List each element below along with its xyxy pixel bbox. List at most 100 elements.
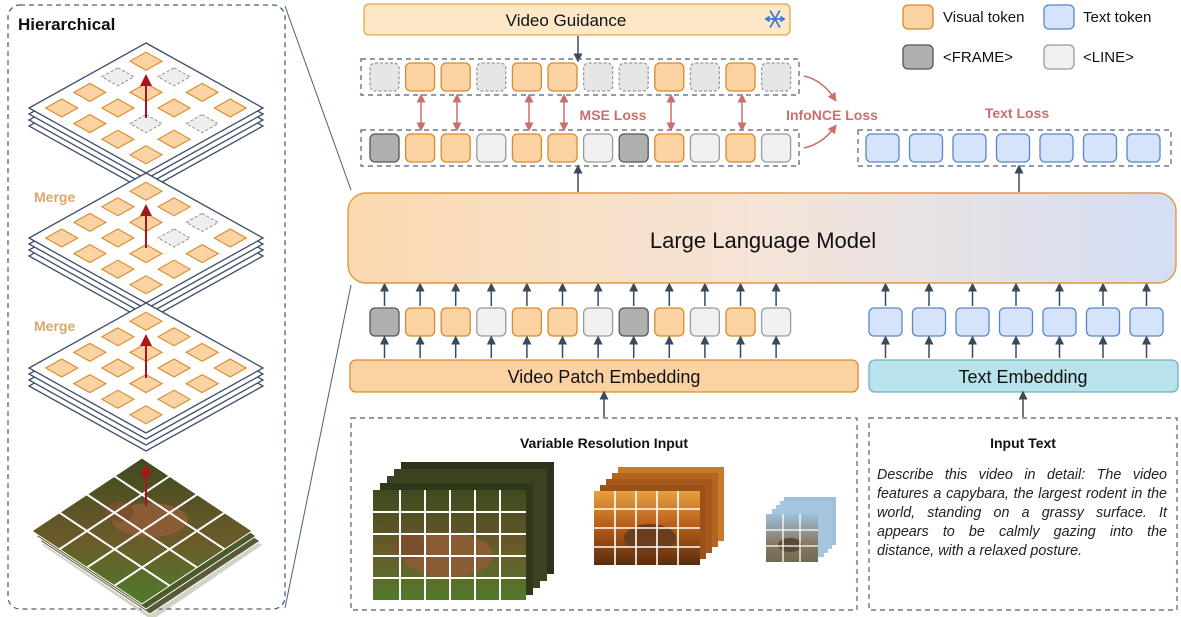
input-token-visual — [654, 307, 685, 337]
legend-text-label: Text token — [1083, 9, 1151, 26]
input-token-frame — [618, 307, 649, 337]
hierarchy-token — [128, 311, 164, 331]
output-token-visual — [654, 133, 685, 163]
hierarchy-token — [128, 181, 164, 201]
input-frames-stack — [31, 457, 262, 617]
video-guidance-box: Video Guidance — [363, 3, 791, 36]
output-text-token — [1126, 133, 1161, 163]
input-text-token — [868, 307, 903, 337]
output-token-line — [689, 133, 721, 163]
hierarchy-token — [44, 358, 79, 378]
guidance-token-masked — [760, 62, 792, 92]
output-token-line — [582, 133, 614, 163]
hierarchy-token — [128, 405, 164, 425]
hierarchy-token — [72, 243, 107, 264]
hierarchy-token — [128, 243, 164, 264]
output-text-token — [995, 133, 1031, 163]
input-token-visual — [404, 307, 436, 337]
hierarchy-token — [100, 197, 136, 217]
output-text-token — [908, 133, 944, 163]
video-frames-large — [373, 462, 554, 600]
output-token-line — [760, 133, 792, 163]
legend-frame-swatch — [902, 44, 934, 70]
merge-label-bottom: Merge — [34, 318, 75, 334]
input-token-line — [476, 307, 507, 337]
hierarchy-token — [72, 82, 107, 103]
merged-token — [128, 113, 164, 134]
hierarchy-token — [100, 228, 136, 248]
large-language-model: Large Language Model — [347, 192, 1177, 284]
input-text-token — [1042, 307, 1077, 337]
guidance-token-visual — [440, 62, 471, 92]
hierarchy-token — [156, 197, 192, 217]
input-text-body: Describe this video in detail: The video… — [877, 467, 1167, 559]
video-patch-embedding-label: Video Patch Embedding — [508, 367, 701, 387]
hierarchy-token — [185, 243, 220, 264]
input-token-frame — [369, 307, 400, 337]
guidance-token-visual — [654, 62, 685, 92]
hierarchical-panel: Hierarchical Merge Merge — [7, 4, 286, 617]
hierarchy-token — [100, 259, 136, 279]
hierarchy-token — [156, 327, 192, 347]
hierarchy-token — [128, 145, 164, 165]
output-token-line — [476, 133, 507, 163]
hierarchy-token — [156, 358, 192, 378]
output-text-token — [952, 133, 987, 163]
hierarchy-token — [128, 373, 164, 394]
input-text-title: Input Text — [990, 435, 1056, 451]
output-token-frame — [618, 133, 649, 163]
guidance-token-row — [360, 58, 800, 96]
legend-visual-label: Visual token — [943, 9, 1024, 26]
guidance-token-masked — [582, 62, 614, 92]
guidance-token-visual — [404, 62, 436, 92]
input-token-visual — [725, 307, 756, 337]
llm-label: Large Language Model — [650, 228, 876, 253]
text-embedding-label: Text Embedding — [958, 367, 1087, 387]
video-guidance-label: Video Guidance — [506, 11, 627, 30]
guidance-token-masked — [369, 62, 400, 92]
hierarchy-token — [72, 212, 107, 233]
hierarchy-token — [185, 82, 220, 103]
input-text-token — [955, 307, 990, 337]
mse-loss-label: MSE Loss — [580, 107, 647, 123]
video-frames-small — [766, 497, 836, 562]
legend-frame-label: <FRAME> — [943, 49, 1013, 66]
input-token-line — [689, 307, 721, 337]
hierarchy-token — [156, 389, 192, 409]
guidance-token-masked — [476, 62, 507, 92]
text-embedding-box: Text Embedding — [868, 359, 1179, 393]
legend-line-swatch — [1043, 44, 1075, 70]
merged-token — [185, 113, 220, 134]
video-frames-medium — [594, 467, 724, 565]
hierarchy-token — [72, 373, 107, 394]
hierarchy-token — [100, 98, 136, 118]
infonce-loss-label: InfoNCE Loss — [786, 107, 878, 123]
hierarchy-token — [213, 358, 248, 378]
output-token-visual — [511, 133, 543, 163]
hierarchy-token — [44, 228, 79, 248]
legend: Visual token Text token <FRAME> <LINE> — [902, 4, 1151, 70]
hierarchy-token — [100, 129, 136, 149]
output-token-visual — [440, 133, 471, 163]
output-token-frame — [369, 133, 400, 163]
output-text-token — [1039, 133, 1074, 163]
input-token-visual — [511, 307, 543, 337]
legend-text-swatch — [1043, 4, 1075, 30]
hierarchy-token — [72, 342, 107, 363]
merge-label-top: Merge — [34, 189, 75, 205]
hierarchy-token — [185, 373, 220, 394]
hierarchy-token — [128, 51, 164, 71]
guidance-token-visual — [725, 62, 756, 92]
input-text-token — [1129, 307, 1164, 337]
hierarchy-token — [128, 275, 164, 295]
hierarchy-token — [213, 98, 248, 118]
hierarchical-title: Hierarchical — [18, 15, 115, 34]
legend-line-label: <LINE> — [1083, 49, 1134, 66]
legend-visual-swatch — [902, 4, 934, 30]
input-text-token — [1085, 307, 1121, 337]
variable-input-title: Variable Resolution Input — [520, 435, 688, 451]
merged-token — [156, 67, 192, 87]
hierarchy-token — [156, 129, 192, 149]
variable-resolution-input-panel: Variable Resolution Input — [350, 417, 858, 611]
